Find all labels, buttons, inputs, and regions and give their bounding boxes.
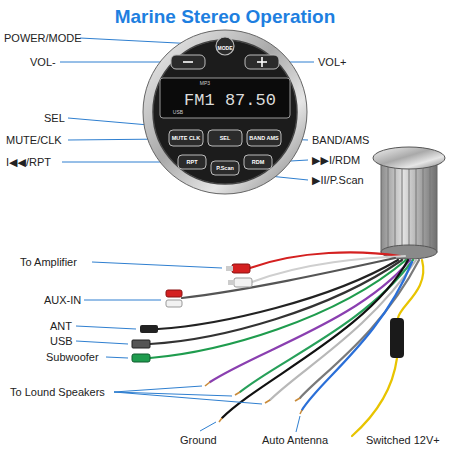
callout-label: ▶II/P.Scan [312, 174, 364, 186]
callout-label: Auto Antenna [262, 434, 328, 446]
stereo-face [143, 30, 307, 194]
wire-harness [150, 252, 423, 436]
callout-label: AUX-IN [44, 294, 81, 306]
button-text: RPT [187, 159, 198, 165]
callout-label: I◀◀/RPT [6, 156, 51, 168]
callout-label: MUTE/CLK [6, 134, 62, 146]
callout-label: VOL+ [318, 56, 346, 68]
callout-label: USB [50, 335, 73, 347]
callout-label: Switched 12V+ [366, 434, 440, 446]
diagram-title: Marine Stereo Operation [115, 7, 336, 28]
callout-label: POWER/MODE [4, 32, 82, 44]
callout-label: Subwoofer [46, 351, 99, 363]
button-text: SEL [220, 135, 231, 141]
stereo-housing [373, 147, 445, 259]
connector-plugs [132, 264, 404, 362]
callout-label: Ground [180, 434, 217, 446]
button-text: MP3 [200, 81, 210, 87]
button-text: USB [173, 110, 183, 116]
callout-label: ANT [50, 320, 72, 332]
callout-label: To Amplifier [20, 256, 77, 268]
button-text: MUTE CLK [172, 135, 200, 141]
callout-label: BAND/AMS [312, 134, 369, 146]
leader-lines [76, 262, 300, 432]
wire-tips [205, 382, 302, 422]
callout-label: ▶▶I/RDM [312, 154, 360, 166]
callout-label: VOL- [30, 56, 56, 68]
button-text: BAND AMS [249, 135, 278, 141]
button-text: RDM [252, 159, 265, 165]
callout-label: SEL [44, 112, 65, 124]
button-text: FM1 87.50 [184, 92, 276, 111]
callout-label: To Lound Speakers [10, 386, 105, 398]
button-text: MODE [218, 46, 233, 52]
button-text: P.Scan [216, 165, 234, 171]
